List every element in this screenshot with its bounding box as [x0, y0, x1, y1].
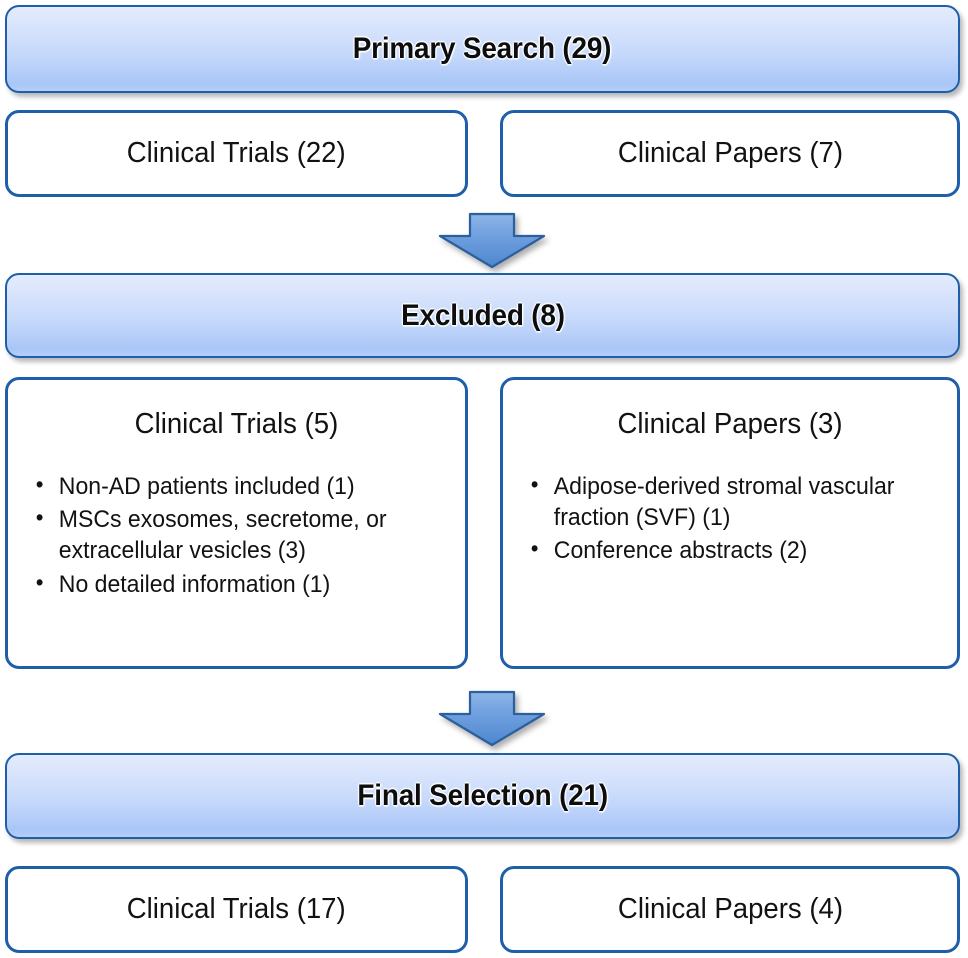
list-item: Non-AD patients included (1) — [30, 470, 442, 502]
down-arrow-icon — [437, 212, 547, 269]
down-arrow-icon — [437, 690, 547, 747]
stage-header-final-selection: Final Selection (21) — [5, 753, 960, 839]
node-excluded-clinical-papers: Clinical Papers (3) Adipose-derived stro… — [500, 377, 960, 669]
node-label: Clinical Papers (4) — [617, 893, 843, 925]
exclusion-reason-list: Non-AD patients included (1) MSCs exosom… — [30, 470, 459, 600]
list-item: No detailed information (1) — [30, 568, 442, 600]
node-label: Clinical Trials (22) — [127, 137, 346, 169]
node-label: Clinical Trials (17) — [127, 893, 346, 925]
node-title: Clinical Trials (5) — [134, 408, 339, 440]
exclusion-reason-list: Adipose-derived stromal vascular fractio… — [525, 470, 951, 567]
list-item: Adipose-derived stromal vascular fractio… — [525, 470, 934, 533]
stage-header-label: Excluded (8) — [400, 298, 565, 332]
list-item: Conference abstracts (2) — [525, 534, 934, 566]
node-label: Clinical Papers (7) — [617, 137, 843, 169]
list-item: MSCs exosomes, secretome, or extracellul… — [30, 503, 442, 566]
node-excluded-clinical-trials: Clinical Trials (5) Non-AD patients incl… — [5, 377, 468, 669]
node-primary-clinical-papers: Clinical Papers (7) — [500, 110, 960, 197]
node-final-clinical-papers: Clinical Papers (4) — [500, 866, 960, 953]
stage-header-label: Final Selection (21) — [357, 779, 608, 812]
stage-header-label: Primary Search (29) — [353, 32, 612, 65]
node-title: Clinical Papers (3) — [617, 408, 843, 440]
node-primary-clinical-trials: Clinical Trials (22) — [5, 110, 468, 197]
stage-header-excluded: Excluded (8) — [5, 273, 960, 358]
node-final-clinical-trials: Clinical Trials (17) — [5, 866, 468, 953]
stage-header-primary-search: Primary Search (29) — [5, 5, 960, 93]
